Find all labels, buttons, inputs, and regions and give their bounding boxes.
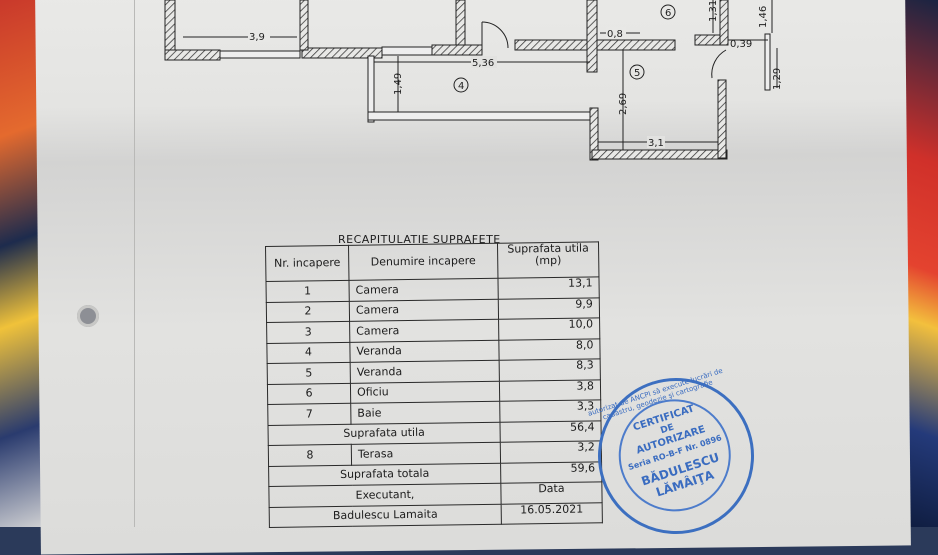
- dimension-label: 0,8: [607, 29, 623, 40]
- dimension-label: 1,46: [758, 6, 769, 28]
- dimension-label: 5,36: [472, 58, 494, 69]
- room-area: 8,3: [499, 358, 601, 381]
- header-area: Suprafata utila (mp): [497, 241, 599, 279]
- room-nr: 2: [266, 300, 350, 323]
- dimension-label: 2,69: [618, 93, 629, 115]
- room-name: Oficiu: [350, 380, 500, 404]
- room-markers: 4 5 6: [453, 4, 676, 93]
- dimension-lines: [183, 0, 778, 150]
- room-area: 10,0: [498, 317, 600, 340]
- doors: [481, 21, 727, 79]
- room-name: Camera: [349, 319, 499, 342]
- dimension-label: 1,29: [772, 68, 783, 90]
- area-summary-table: Nr. incapere Denumire incapere Suprafata…: [265, 241, 603, 528]
- room-name: Veranda: [350, 360, 500, 383]
- executant-name: Badulescu Lamaita: [269, 503, 502, 528]
- dimension-label: 1,31: [708, 0, 719, 22]
- date-label: Data: [500, 481, 603, 504]
- room-marker: 5: [634, 68, 640, 79]
- room-name: Veranda: [349, 339, 500, 363]
- room-marker: 4: [458, 81, 464, 92]
- dimension-label: 1,49: [393, 73, 404, 95]
- dimension-label: 0,39: [730, 39, 752, 50]
- room-area: 13,1: [497, 276, 600, 299]
- header-nr: Nr. incapere: [265, 245, 349, 282]
- floor-plan: 3,9 5,36 0,8 1,49 2,69 3,1 1,31 1,46 0,3…: [164, 0, 783, 161]
- room-nr: 7: [267, 403, 351, 425]
- terrace-nr: 8: [268, 444, 352, 466]
- room-marker: 6: [665, 8, 671, 19]
- header-name: Denumire incapere: [348, 243, 498, 281]
- punch-hole: [77, 305, 99, 327]
- page-margin-line: [134, 0, 135, 527]
- table-title: RECAPITULATIE SUPRAFETE: [338, 233, 501, 246]
- room-nr: 3: [266, 321, 350, 343]
- room-name: Camera: [348, 278, 499, 301]
- dimension-labels: 3,9 5,36 0,8 1,49 2,69 3,1 1,31 1,46 0,3…: [248, 0, 783, 149]
- room-name: Camera: [349, 298, 499, 322]
- room-nr: 4: [266, 341, 351, 364]
- room-nr: 1: [265, 280, 350, 302]
- terrace-area: 3,2: [500, 440, 602, 463]
- room-name: Baie: [350, 401, 500, 424]
- table-header-row: Nr. incapere Denumire incapere Suprafata…: [265, 241, 599, 282]
- dimension-label: 3,9: [249, 32, 265, 43]
- room-nr: 5: [267, 362, 351, 384]
- walls: [164, 0, 771, 161]
- dimension-label: 3,1: [648, 138, 664, 149]
- room-area: 9,9: [498, 297, 600, 320]
- executant-name-row: Badulescu Lamaita 16.05.2021: [269, 502, 603, 528]
- room-area: 8,0: [498, 338, 601, 361]
- terrace-name: Terasa: [351, 442, 501, 465]
- date-value: 16.05.2021: [501, 502, 603, 525]
- room-nr: 6: [267, 382, 351, 405]
- total-area-value: 59,6: [500, 461, 602, 484]
- room-area: 3,8: [499, 379, 601, 402]
